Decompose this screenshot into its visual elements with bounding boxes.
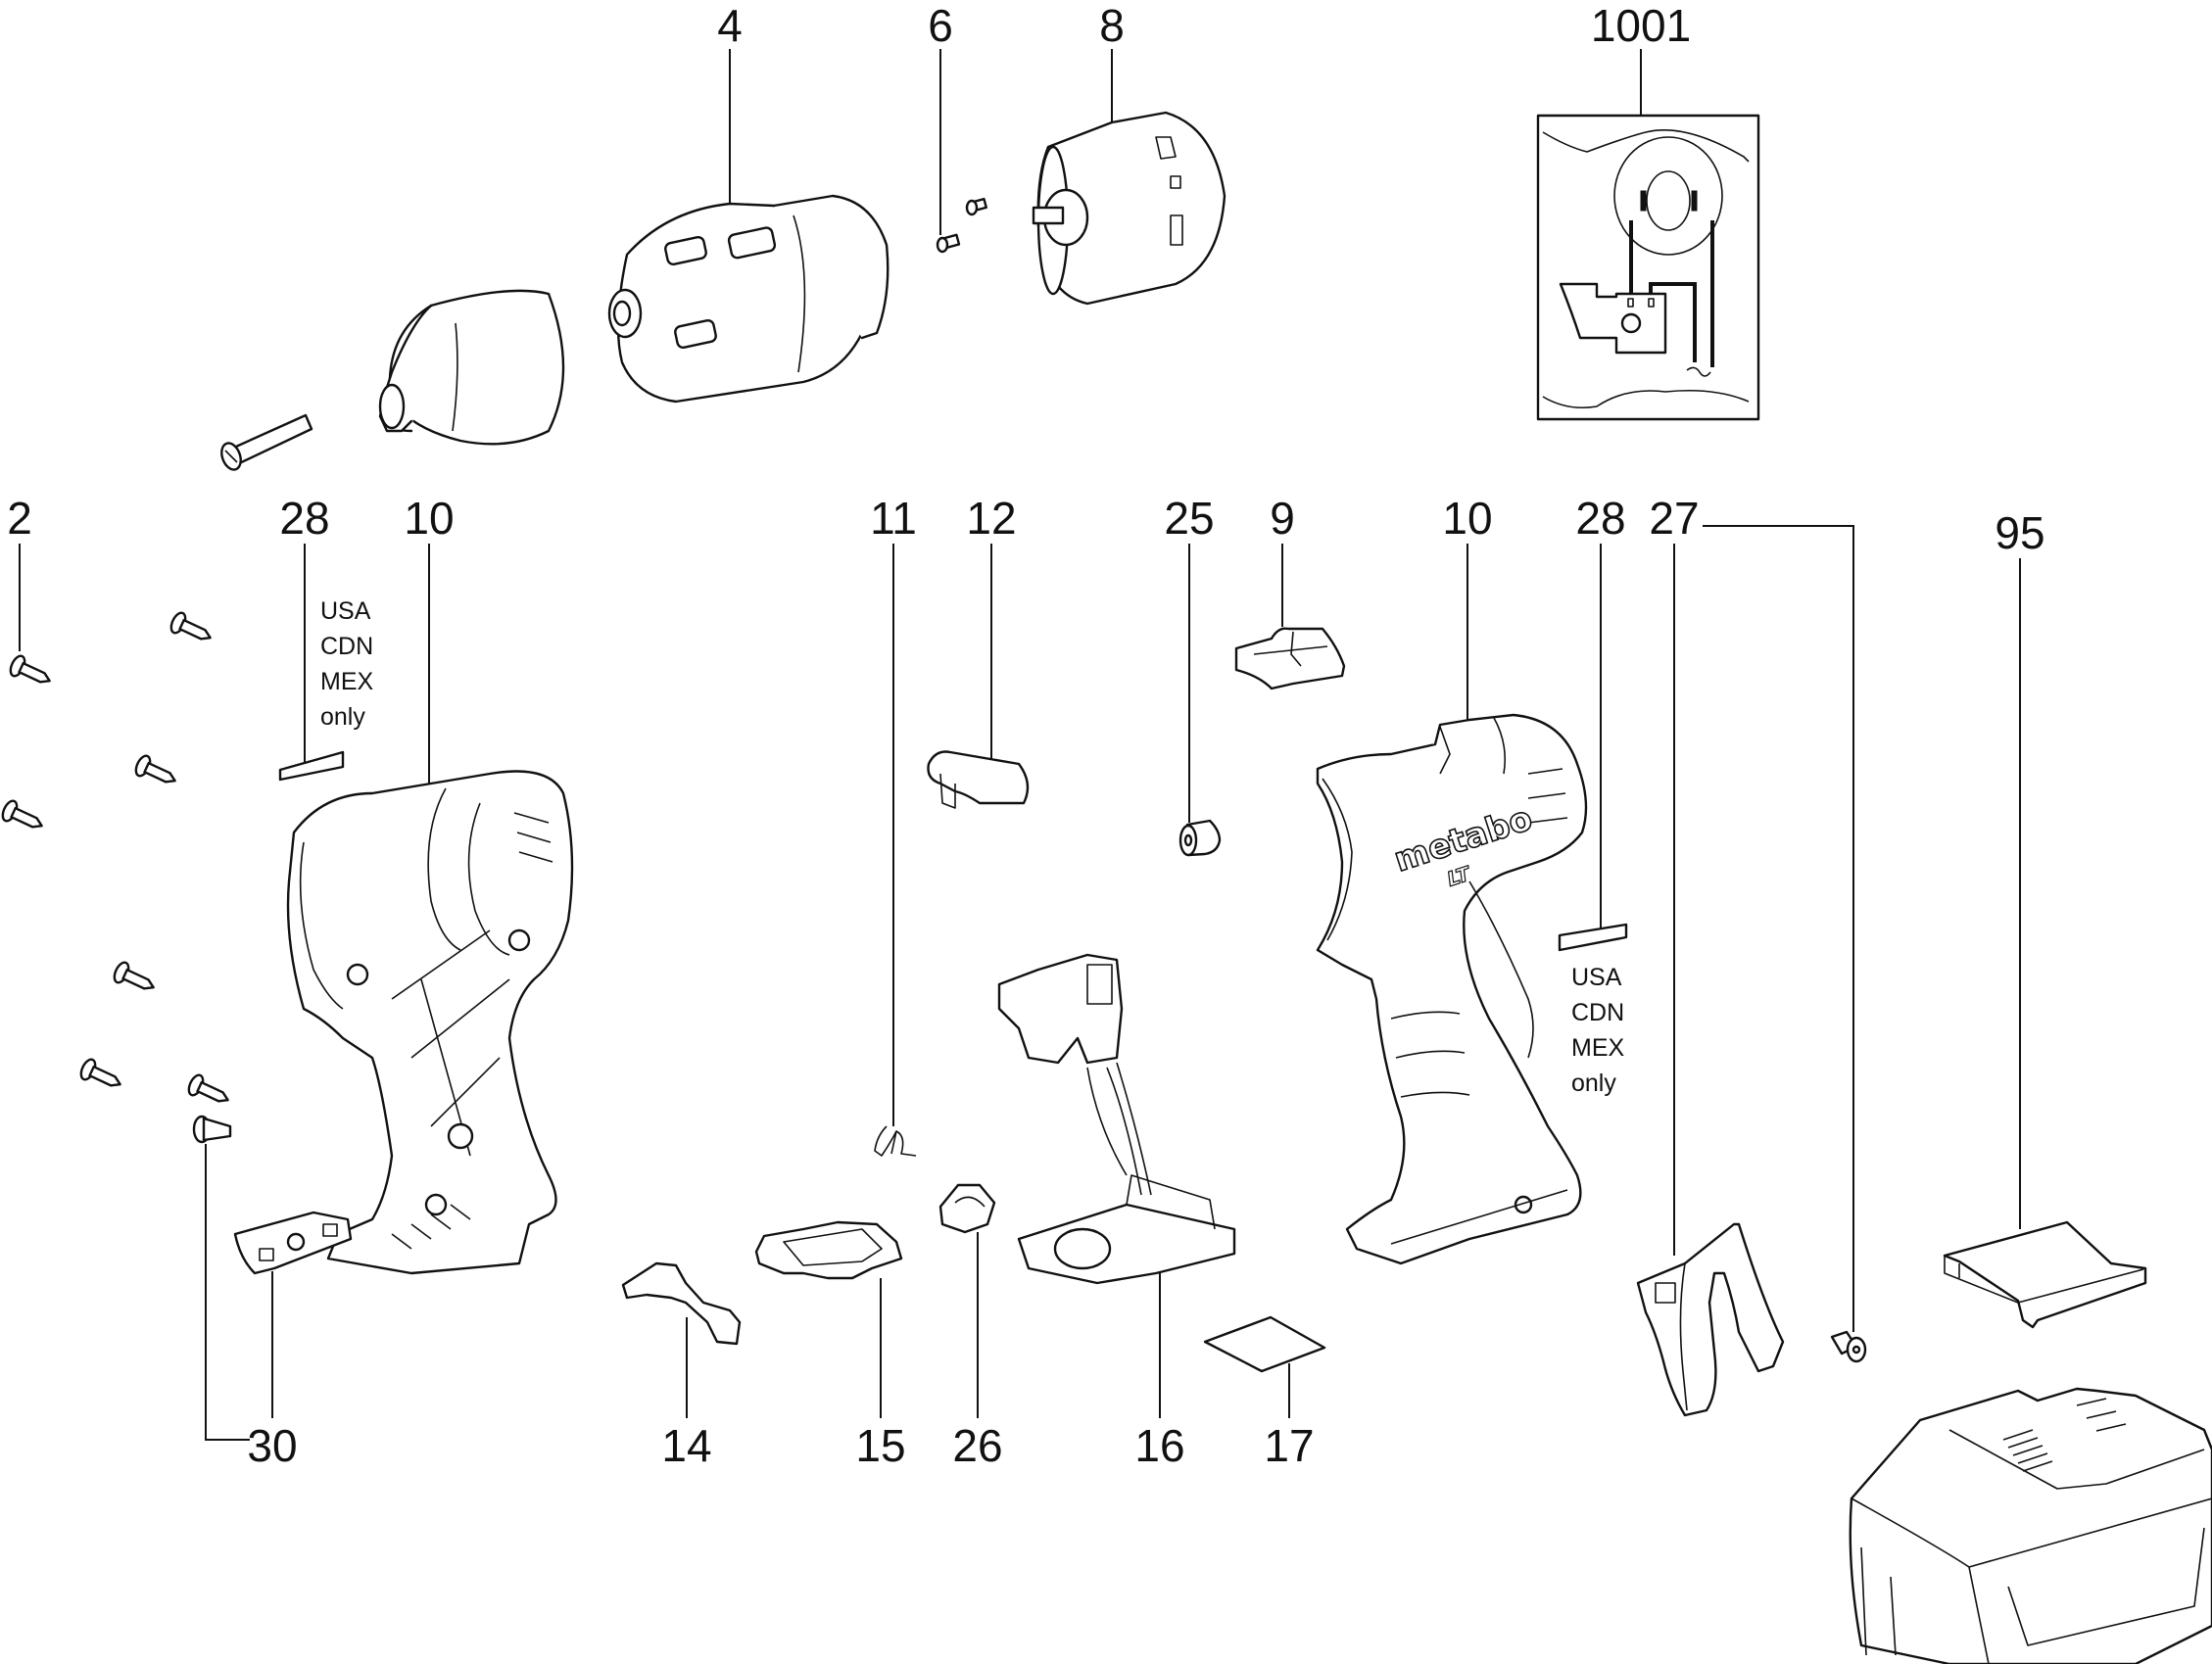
callout-label: 28 (1575, 493, 1625, 544)
battery-contact-plate-part (1943, 1220, 2147, 1329)
leader-line (205, 1144, 250, 1441)
holder-part (754, 1220, 903, 1280)
callout-10-right[interactable]: 10 (1442, 493, 1493, 725)
region-note-line: USA (320, 597, 371, 625)
bit-holder-part (233, 1211, 353, 1275)
selector-slide-9-part (1234, 627, 1346, 690)
battery-pack-part (1849, 1387, 2212, 1664)
spring-part (874, 1125, 917, 1157)
callout-11[interactable]: 11 (870, 493, 917, 1126)
callout-label: 25 (1164, 493, 1214, 544)
pad-part (1203, 1315, 1326, 1373)
callout-label: 30 (247, 1420, 297, 1471)
callout-17[interactable]: 17 (1264, 1363, 1315, 1471)
callout-label: 12 (966, 493, 1016, 544)
belt-hook-part (1636, 1222, 1785, 1417)
callout-8[interactable]: 8 (1099, 0, 1125, 122)
lever-part (621, 1261, 742, 1346)
callout-12[interactable]: 12 (966, 493, 1017, 766)
callout-27[interactable]: 27 (1649, 493, 1854, 1332)
region-note-left: USA CDN MEX only (320, 597, 374, 731)
label-plate-28-left (278, 750, 345, 782)
region-note-line: CDN (320, 633, 373, 660)
motor-part (1032, 111, 1226, 306)
chuck-screw-part (220, 413, 313, 471)
callout-label: 26 (952, 1420, 1002, 1471)
region-note-line: only (320, 703, 365, 731)
callout-label: 95 (1995, 507, 2044, 558)
callout-label: 27 (1649, 493, 1699, 544)
callout-14[interactable]: 14 (661, 1317, 712, 1471)
region-note-line: USA (1571, 964, 1622, 991)
region-note-line: MEX (1571, 1034, 1625, 1062)
region-note-line: MEX (320, 668, 374, 695)
callout-26[interactable]: 26 (952, 1232, 1003, 1471)
callout-9[interactable]: 9 (1270, 493, 1295, 627)
leader-line (1703, 525, 1854, 1332)
callout-1001[interactable]: 1001 (1591, 0, 1691, 116)
bit-holder-screw-part (192, 1115, 232, 1144)
callout-30[interactable]: 30 (205, 1144, 298, 1471)
wiring-diagram-label-part (1536, 114, 1760, 421)
callout-label: 10 (404, 493, 454, 544)
callout-4[interactable]: 4 (717, 0, 743, 204)
callout-10-left[interactable]: 10 (404, 493, 455, 784)
chuck-part (378, 289, 565, 446)
region-note-line: CDN (1571, 999, 1624, 1026)
cap-part (938, 1183, 996, 1234)
callout-label: 11 (870, 493, 917, 544)
callout-label: 16 (1134, 1420, 1184, 1471)
button-12-part (927, 750, 1030, 809)
callout-label: 1001 (1591, 0, 1691, 51)
callout-15[interactable]: 15 (855, 1278, 906, 1471)
region-note-right: USA CDN MEX only (1571, 964, 1625, 1097)
sleeve-25-part (1178, 819, 1222, 857)
callout-label: 17 (1264, 1420, 1314, 1471)
callout-label: 4 (717, 0, 743, 51)
callout-label: 8 (1099, 0, 1125, 51)
switch-part (997, 953, 1236, 1285)
housing-half-left-part (286, 770, 574, 1275)
callout-25[interactable]: 25 (1164, 493, 1215, 823)
screws-2-part (1, 611, 229, 1103)
region-note-line: only (1571, 1070, 1616, 1097)
gearbox-part (607, 194, 890, 404)
callout-label: 2 (7, 493, 32, 544)
callout-2[interactable]: 2 (7, 493, 32, 651)
screw-6-part (936, 197, 987, 254)
callout-label: 14 (661, 1420, 711, 1471)
callout-label: 15 (855, 1420, 905, 1471)
callout-28-right[interactable]: 28 (1575, 493, 1626, 928)
callout-6[interactable]: 6 (928, 0, 953, 235)
callout-28-left[interactable]: 28 (279, 493, 330, 764)
callout-95[interactable]: 95 (1995, 507, 2045, 1229)
screw-27-part (1830, 1330, 1867, 1363)
callout-label: 6 (928, 0, 953, 51)
label-plate-28-right (1558, 923, 1628, 952)
housing-half-right-part: metabo LT (1316, 713, 1588, 1265)
callout-label: 9 (1270, 493, 1295, 544)
callout-label: 28 (279, 493, 329, 544)
callout-16[interactable]: 16 (1134, 1273, 1185, 1471)
callout-label: 10 (1442, 493, 1492, 544)
